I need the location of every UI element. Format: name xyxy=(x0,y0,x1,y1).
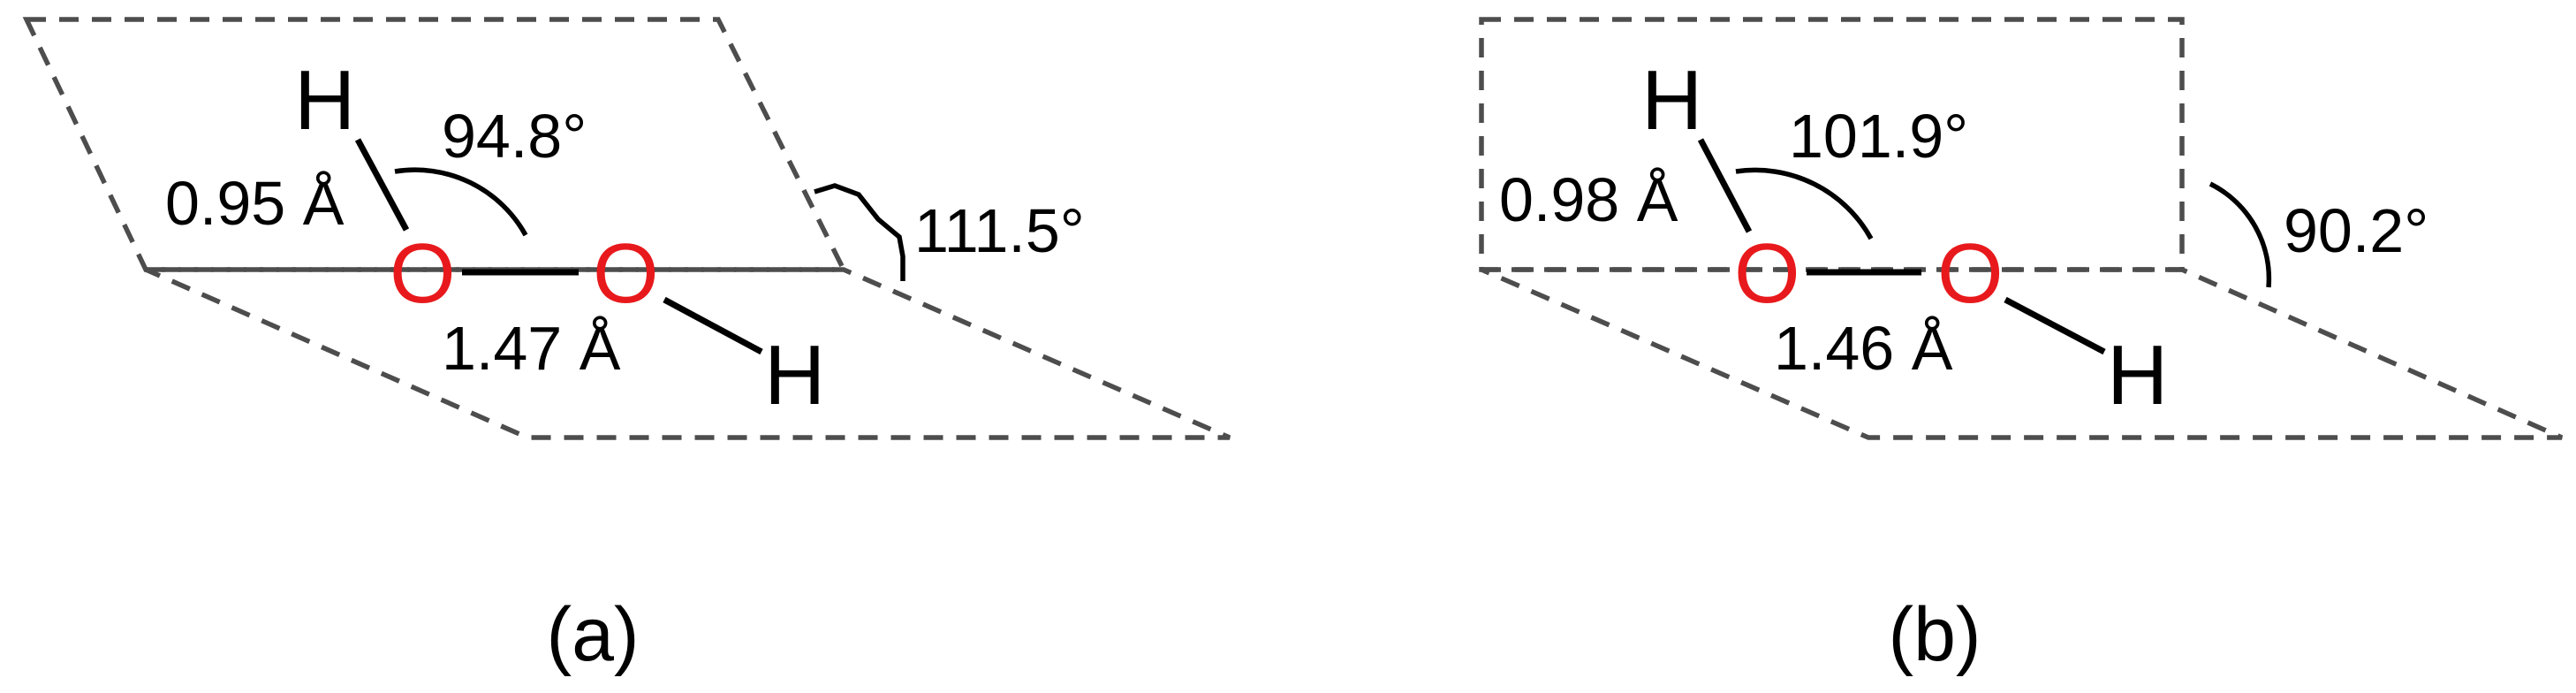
dihedral-angle-label-b: 90.2° xyxy=(2284,196,2428,265)
hydrogen-atom-top-b: H xyxy=(1641,53,1702,148)
oh-bond-length-label-b: 0.98 Å xyxy=(1499,165,1678,234)
oxygen-atom-left-a: O xyxy=(390,226,456,321)
oo-bond-length-label-a: 1.47 Å xyxy=(442,314,621,383)
panel-b: H O O H 0.98 Å 1.46 Å 101.9° 90.2° (b) xyxy=(1479,17,2564,677)
oh-bond-length-label-a: 0.95 Å xyxy=(165,169,345,238)
oo-bond-length-label-b: 1.46 Å xyxy=(1774,314,1953,383)
upper-plane-a xyxy=(22,17,848,272)
bond-angle-arc-a xyxy=(394,167,528,237)
hydrogen-atom-bottom-a: H xyxy=(764,328,825,423)
hydrogen-atom-top-a: H xyxy=(294,53,355,148)
hydrogen-atom-bottom-b: H xyxy=(2107,328,2168,423)
dihedral-angle-label-a: 111.5° xyxy=(914,196,1085,265)
dihedral-angle-arc-a xyxy=(814,183,905,281)
bond-angle-arc-b xyxy=(1735,167,1874,240)
lower-plane-b xyxy=(1480,267,2564,440)
lower-plane-a xyxy=(144,267,1231,440)
oh-bond-bottom-b xyxy=(2004,296,2106,355)
panel-a: H O O H 0.95 Å 1.47 Å 94.8° 111.5° (a) xyxy=(22,17,1231,677)
bond-angle-label-a: 94.8° xyxy=(442,102,587,171)
panel-caption-b: (b) xyxy=(1888,592,1981,677)
oxygen-atom-right-b: O xyxy=(1937,226,2004,321)
oh-bond-top-a xyxy=(354,138,410,232)
bond-angle-label-b: 101.9° xyxy=(1789,102,1968,171)
oh-bond-top-b xyxy=(1697,138,1753,233)
oxygen-atom-right-a: O xyxy=(593,226,659,321)
dihedral-angle-arc-b xyxy=(2209,181,2272,288)
panel-caption-a: (a) xyxy=(546,592,639,677)
oh-bond-bottom-a xyxy=(663,296,763,355)
oxygen-atom-left-b: O xyxy=(1734,226,1800,321)
